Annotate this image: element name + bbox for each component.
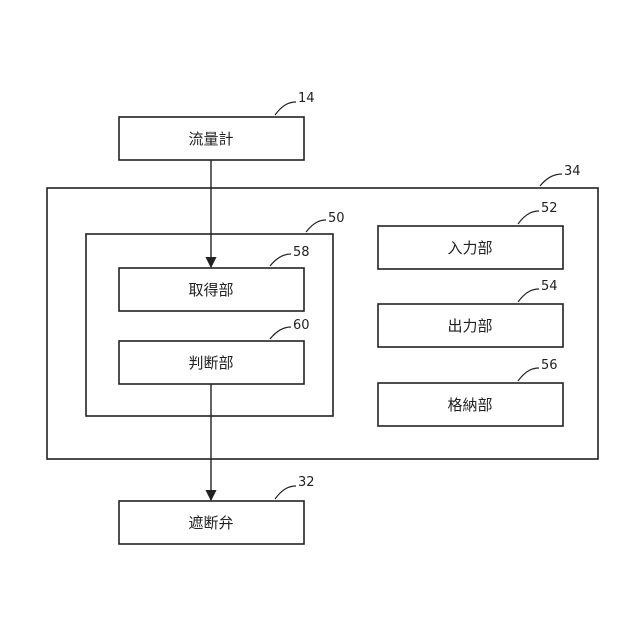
flowmeter-ref-leader: [275, 102, 296, 115]
flowmeter-label: 流量計: [188, 130, 233, 148]
shutoff-valve-ref-leader: [275, 486, 296, 499]
input-ref-leader: [518, 211, 539, 224]
judgment-ref-leader: [270, 327, 291, 339]
controller-ref: 34: [564, 164, 581, 179]
processor-ref-leader: [306, 220, 326, 232]
output-ref: 54: [541, 279, 558, 294]
storage-label: 格納部: [447, 396, 492, 414]
output-ref-leader: [518, 289, 539, 302]
input-label: 入力部: [447, 239, 492, 257]
output-label: 出力部: [447, 317, 492, 335]
judgment-label: 判断部: [188, 354, 233, 372]
acquisition-label: 取得部: [188, 281, 233, 299]
storage-ref-leader: [518, 368, 539, 381]
judgment-ref: 60: [293, 318, 310, 333]
controller-ref-leader: [540, 174, 562, 186]
storage-ref: 56: [541, 358, 558, 373]
acquisition-ref: 58: [293, 245, 310, 260]
shutoff-valve-ref: 32: [298, 475, 315, 490]
input-ref: 52: [541, 201, 558, 216]
processor-ref: 50: [328, 211, 345, 226]
shutoff-valve-label: 遮断弁: [188, 514, 233, 532]
acquisition-ref-leader: [270, 254, 291, 266]
flowmeter-ref: 14: [298, 91, 315, 106]
